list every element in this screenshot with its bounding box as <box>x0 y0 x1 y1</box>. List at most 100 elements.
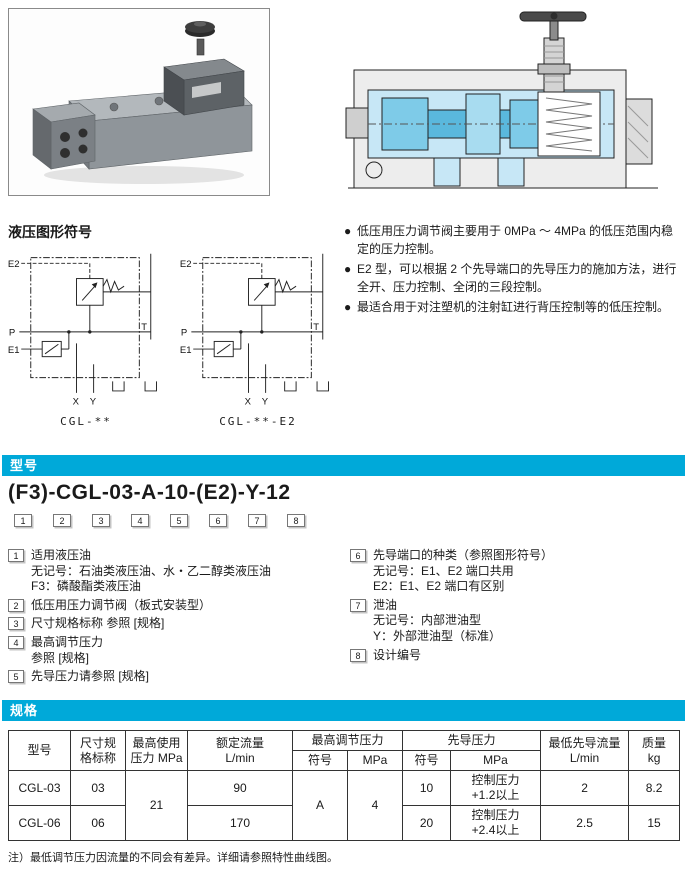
footnote: 注）最低调节压力因流量的不同会有差异。详细请参照特性曲线图。 <box>8 852 338 864</box>
adjustment-knob <box>185 21 215 56</box>
item-line: 参照 [规格] <box>31 650 90 665</box>
cell-model: CGL-03 <box>8 770 71 806</box>
item-number: 1 <box>8 549 24 562</box>
item-lines: 先导端口的种类（参照图形符号） 无记号：E1、E2 端口共用 E2：E1、E2 … <box>373 548 682 595</box>
digit-box-6: 6 <box>209 514 227 527</box>
bullet-marker: ● <box>344 224 352 238</box>
item-lines: 尺寸规格标称 参照 [规格] <box>31 616 344 632</box>
product-photo-drawing <box>32 21 253 184</box>
model-item-1: 1 适用液压油 无记号：石油类液压油、水・乙二醇类液压油 F3：磷酸酯类液压油 <box>8 548 344 595</box>
model-item-2: 2 低压用压力调节阀（板式安装型） <box>8 598 344 614</box>
model-item-8: 8 设计编号 <box>350 648 682 664</box>
col-header-pilot-pressure: 先导压力 <box>402 730 542 751</box>
digit-box-7: 7 <box>248 514 266 527</box>
item-line: 适用液压油 <box>31 548 92 562</box>
item-number: 6 <box>350 549 366 562</box>
col-header-size: 尺寸规 格标称 <box>70 730 126 771</box>
item-lines: 设计编号 <box>373 648 682 664</box>
symbols-heading: 液压图形符号 <box>8 224 92 240</box>
item-line: F3：磷酸酯类液压油 <box>31 579 142 594</box>
item-lines: 泄油 无记号：内部泄油型 Y：外部泄油型（标准） <box>373 598 682 645</box>
spec-table-head: 型号 尺寸规 格标称 最高使用 压力 MPa 额定流量 L/min 最高调节压力… <box>8 730 681 771</box>
item-line: 无记号：石油类液压油、水・乙二醇类液压油 <box>31 563 272 578</box>
model-item-6: 6 先导端口的种类（参照图形符号） 无记号：E1、E2 端口共用 E2：E1、E… <box>350 548 682 595</box>
header-row-1: 型号 尺寸规 格标称 最高使用 压力 MPa 额定流量 L/min 最高调节压力… <box>8 730 681 771</box>
hydraulic-symbols: CGL-** CGL-**-E2 <box>6 248 346 448</box>
spec-table: 型号 尺寸规 格标称 最高使用 压力 MPa 额定流量 L/min 最高调节压力… <box>8 730 681 841</box>
valve-pilot-head <box>163 58 245 116</box>
cell-mass: 15 <box>628 805 681 841</box>
model-code: (F3)-CGL-03-A-10-(E2)-Y-12 <box>8 481 291 504</box>
model-item-7: 7 泄油 无记号：内部泄油型 Y：外部泄油型（标准） <box>350 598 682 645</box>
cross-section-diagram <box>338 4 682 202</box>
feature-bullet: ● 最适合用于对注塑机的注射缸进行背压控制等的低压控制。 <box>344 298 682 316</box>
digit-box-3: 3 <box>92 514 110 527</box>
section-adjuster <box>519 11 587 93</box>
col-header-max-adj-pressure: 最高调节压力 <box>291 730 404 751</box>
cell-min-pilot-flow: 2.5 <box>540 805 630 841</box>
model-code-digits: 1 2 3 4 5 6 7 8 <box>14 514 305 527</box>
cell-rated-flow: 170 <box>187 805 293 841</box>
cell-pilot-mpa: 控制压力 +2.4以上 <box>450 805 542 841</box>
cell-pilot-symbol: 10 <box>402 770 452 806</box>
item-line: 无记号：E1、E2 端口共用 <box>373 563 514 578</box>
item-line: 无记号：内部泄油型 <box>373 613 482 628</box>
cell-min-pilot-flow: 2 <box>540 770 630 806</box>
item-line: 最高调节压力 <box>31 634 104 649</box>
cell-pilot-symbol: 20 <box>402 805 452 841</box>
item-number: 3 <box>8 617 24 631</box>
bullet-text: 最适合用于对注塑机的注射缸进行背压控制等的低压控制。 <box>357 300 670 314</box>
symbol-caption-e2: CGL-**-E2 <box>219 415 297 428</box>
col-header-adj-mpa: MPa <box>346 750 404 771</box>
cell-pilot-mpa: 控制压力 +1.2以上 <box>450 770 542 806</box>
col-header-min-pilot-flow: 最低先导流量 L/min <box>540 730 630 771</box>
digit-box-1: 1 <box>14 514 32 527</box>
item-line: 先导端口的种类（参照图形符号） <box>373 548 554 562</box>
item-line: 设计编号 <box>373 647 422 662</box>
bullet-marker: ● <box>344 262 352 276</box>
item-line: Y：外部泄油型（标准） <box>373 628 502 643</box>
item-number: 8 <box>350 648 366 662</box>
table-row-cgl06: CGL-06 06 170 20 控制压力 +2.4以上 2.5 15 <box>8 805 681 841</box>
col-header-rated-flow: 额定流量 L/min <box>187 730 293 771</box>
item-number: 2 <box>8 598 24 612</box>
photo-shadow <box>44 166 244 184</box>
model-section-header: 型号 <box>2 455 685 476</box>
valve-flange-block <box>32 102 96 170</box>
feature-bullets: ● 低压用压力调节阀主要用于 0MPa ～ 4MPa 的低压范围内稳定的压力控制… <box>344 222 682 318</box>
bullet-text: 低压用压力调节阀主要用于 0MPa ～ 4MPa 的低压范围内稳定的压力控制。 <box>357 224 674 256</box>
item-number: 4 <box>8 635 24 649</box>
item-line: E2：E1、E2 端口有区别 <box>373 579 505 594</box>
cell-max-use-pressure: 21 <box>125 770 188 841</box>
model-item-4: 4 最高调节压力 参照 [规格] <box>8 635 344 666</box>
cell-model: CGL-06 <box>8 805 71 841</box>
spec-section-header: 规格 <box>2 700 685 721</box>
digit-box-5: 5 <box>170 514 188 527</box>
model-items-right: 6 先导端口的种类（参照图形符号） 无记号：E1、E2 端口共用 E2：E1、E… <box>350 548 682 666</box>
col-header-model: 型号 <box>8 730 71 771</box>
section-spring-chamber <box>537 91 601 157</box>
cell-size: 03 <box>70 770 126 806</box>
table-row-cgl03: CGL-03 03 21 90 A 4 10 控制压力 +1.2以上 2 8.2 <box>8 770 681 841</box>
item-number: 7 <box>350 598 366 612</box>
item-line: 低压用压力调节阀（板式安装型） <box>31 597 212 612</box>
item-lines: 低压用压力调节阀（板式安装型） <box>31 598 344 614</box>
feature-bullet: ● 低压用压力调节阀主要用于 0MPa ～ 4MPa 的低压范围内稳定的压力控制… <box>344 222 682 258</box>
symbol-e2-drawing <box>178 248 338 412</box>
item-line: 先导压力请参照 [规格] <box>31 669 150 684</box>
symbol-diagram-standard: CGL-** <box>6 248 170 428</box>
product-photo <box>8 8 270 196</box>
col-header-adj-symbol: 符号 <box>292 750 348 771</box>
cell-adj-symbol: A <box>292 770 348 841</box>
col-header-mass: 质量 kg <box>628 730 681 771</box>
digit-box-4: 4 <box>131 514 149 527</box>
spec-table-body: CGL-03 03 21 90 A 4 10 控制压力 +1.2以上 2 8.2… <box>8 770 681 841</box>
item-number: 5 <box>8 670 24 684</box>
bullet-marker: ● <box>344 300 352 314</box>
col-header-pilot-symbol: 符号 <box>402 750 452 771</box>
digit-box-8: 8 <box>287 514 305 527</box>
cell-rated-flow: 90 <box>187 770 293 806</box>
cross-section-drawing <box>345 11 658 189</box>
item-line: 尺寸规格标称 参照 [规格] <box>31 616 165 631</box>
